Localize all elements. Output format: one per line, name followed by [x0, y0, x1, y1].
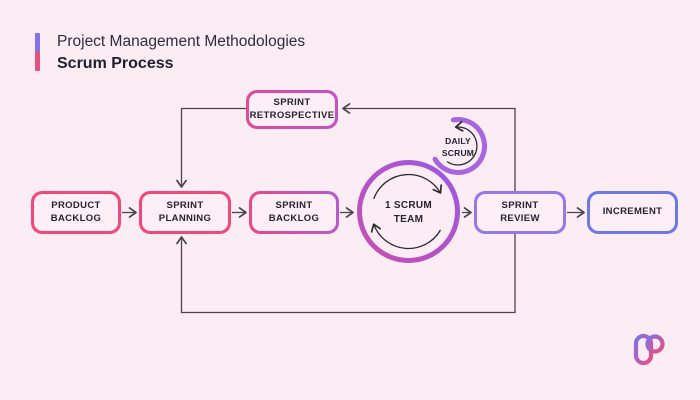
page-title: Scrum Process — [57, 55, 174, 72]
daily-scrum-arc — [432, 117, 488, 175]
edge-sprint-review-to-sprint-planning — [176, 234, 516, 314]
node-sprint-planning: SPRINT PLANNING — [139, 191, 231, 234]
header-accent-bar — [35, 33, 40, 71]
node-sprint-review-label: SPRINT REVIEW — [476, 193, 564, 232]
node-scrum-team-label: 1 SCRUM TEAM — [384, 200, 433, 225]
header-category: Project Management Methodologies — [57, 33, 306, 50]
brand-logo-icon — [633, 333, 665, 366]
node-daily-scrum-label: DAILY SCRUM — [441, 136, 475, 158]
node-sprint-retrospective: SPRINT RETROSPECTIVE — [246, 90, 338, 129]
node-increment: INCREMENT — [587, 191, 678, 234]
node-sprint-planning-label: SPRINT PLANNING — [141, 193, 229, 232]
node-product-backlog: PRODUCT BACKLOG — [31, 191, 121, 234]
node-product-backlog-label: PRODUCT BACKLOG — [33, 193, 119, 232]
node-sprint-backlog-label: SPRINT BACKLOG — [251, 193, 337, 232]
scrum-team-cycle-arrow-bottom — [370, 223, 442, 250]
node-sprint-retrospective-label: SPRINT RETROSPECTIVE — [248, 92, 336, 127]
edge-sprint-review-to-retrospective — [342, 103, 516, 191]
edge-retrospective-to-sprint-planning — [176, 107, 246, 188]
daily-scrum-cycle-arrow — [446, 120, 478, 166]
scrum-team-cycle-arrow-top — [373, 173, 443, 200]
node-increment-label: INCREMENT — [589, 193, 676, 232]
node-sprint-backlog: SPRINT BACKLOG — [249, 191, 339, 234]
node-sprint-review: SPRINT REVIEW — [474, 191, 566, 234]
